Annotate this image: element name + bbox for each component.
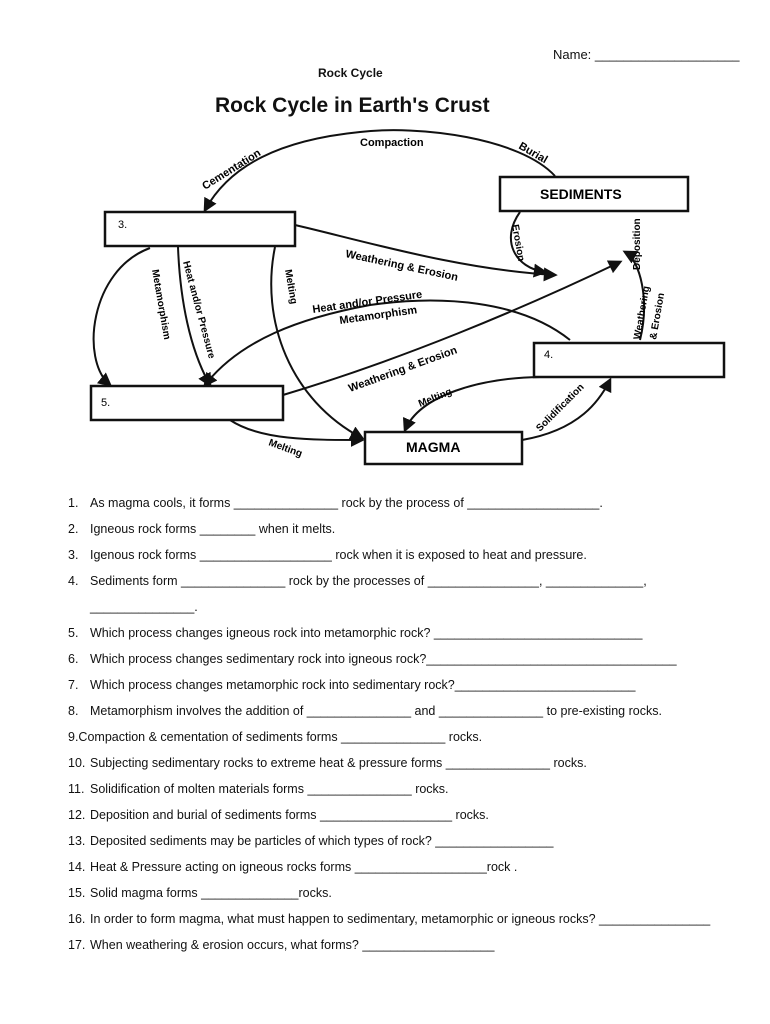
question-number: 16. [68,912,86,926]
question-11: 10. Subjecting sedimentary rocks to extre… [68,750,758,776]
question-text: _______________. [90,600,198,614]
burial-label: Burial [517,140,550,166]
question-text: Subjecting sedimentary rocks to extreme … [90,756,587,770]
question-text: Which process changes metamorphic rock i… [90,678,636,692]
question-16: 15. Solid magma forms ______________rocks… [68,880,758,906]
question-number: 8. [68,704,79,718]
solidification-arrow [521,377,612,441]
rock-box-3 [103,210,297,248]
heat-pressure-vertical-label: Heat and/or Pressure [180,260,217,360]
question-text: Deposited sediments may be particles of … [90,834,554,848]
rock-box-5 [89,384,285,422]
diagram-title: Rock Cycle in Earth's Crust [215,94,490,117]
question-text: Deposition and burial of sediments forms… [90,808,489,822]
question-text: Igneous rock forms ________ when it melt… [90,522,336,536]
question-12: 11. Solidification of molten materials fo… [68,776,758,802]
question-number: 5. [68,626,79,640]
solidification-label: Solidification [534,382,586,434]
question-7: 6. Which process changes sedimentary rock… [68,646,758,672]
rock-cycle-diagram: Rock Cycle in Earth's Crust 3. SEDIMENTS… [89,94,726,466]
question-text: Igenous rock forms ___________________ r… [90,548,587,562]
compaction-arrow [203,129,556,213]
question-number: 17. [68,938,86,952]
weathering-right-label-2: & Erosion [648,292,667,340]
melting-right-arrow [402,376,541,433]
question-8: 7. Which process changes metamorphic rock… [68,672,758,698]
melting-bottom-arrow [229,419,365,447]
question-text: Solid magma forms ______________rocks. [90,886,332,900]
question-3: 3. Igenous rock forms ___________________… [68,542,758,568]
melting-vertical-label: Melting [282,269,299,305]
question-number: 1. [68,496,79,510]
worksheet-title: Rock Cycle [318,66,383,80]
question-text: Which process changes igneous rock into … [90,626,643,640]
name-field-label: Name: ____________________ [553,47,740,62]
melting-bottom-label: Melting [267,437,304,459]
question-number: 11. [68,782,85,796]
question-9: 8. Metamorphism involves the addition of … [68,698,758,724]
weathering-right-arrow [622,250,646,341]
question-number: 13. [68,834,86,848]
question-15: 14. Heat & Pressure acting on igneous roc… [68,854,758,880]
question-number: 14. [68,860,86,874]
sediments-label: SEDIMENTS [540,186,622,202]
melting-right-label: Melting [417,386,454,409]
metamorphism-vertical-label: Metamorphism [149,269,172,341]
question-text: 9.Compaction & cementation of sediments … [68,730,483,744]
question-1: 1. As magma cools, it forms _____________… [68,490,758,516]
question-number: 6. [68,652,79,666]
heat-pressure-arrow [203,299,571,388]
box-3-label: 3. [118,219,127,231]
question-14: 13. Deposited sediments may be particles … [68,828,758,854]
sediments-box [498,175,690,213]
question-number: 15. [68,886,86,900]
box-5-label: 5. [101,397,110,409]
cementation-label: Cementation [200,147,263,193]
question-text: Sediments form _______________ rock by t… [90,574,647,588]
question-17: 16. In order to form magma, what must hap… [68,906,758,932]
rock-box-4 [532,341,726,379]
heat-pressure-vertical-arrow [177,246,212,388]
question-10: 9.Compaction & cementation of sediments … [68,724,758,750]
question-number: 3. [68,548,79,562]
magma-box [363,430,524,466]
question-number: 2. [68,522,79,536]
question-text: Metamorphism involves the addition of __… [90,704,662,718]
weathering-mid-arrow [282,260,623,396]
question-number: 10. [68,756,86,770]
magma-label: MAGMA [406,439,460,455]
question-text: Which process changes sedimentary rock i… [90,652,677,666]
question-4: 4. Sediments form _______________ rock by… [68,568,758,594]
question-5: _______________. [68,594,758,620]
question-text: Solidification of molten materials forms… [90,782,449,796]
left-loop-arrow [92,247,151,387]
deposition-label: Deposition [632,218,643,270]
box-4-label: 4. [544,349,553,361]
melting-vertical-arrow [270,246,365,440]
question-number: 7. [68,678,79,692]
question-6: 5. Which process changes igneous rock int… [68,620,758,646]
question-number: 12. [68,808,86,822]
question-text: As magma cools, it forms _______________… [90,496,603,510]
weathering-top-arrow [294,224,558,282]
question-list: 1. As magma cools, it forms _____________… [68,490,758,958]
question-text: In order to form magma, what must happen… [90,912,711,926]
question-number: 4. [68,574,79,588]
compaction-label: Compaction [360,137,424,149]
question-2: 2. Igneous rock forms ________ when it me… [68,516,758,542]
question-text: Heat & Pressure acting on igneous rocks … [90,860,518,874]
question-13: 12. Deposition and burial of sediments fo… [68,802,758,828]
question-text: When weathering & erosion occurs, what f… [90,938,495,952]
erosion-arrow [509,211,548,278]
question-18: 17. When weathering & erosion occurs, wha… [68,932,758,958]
weathering-top-label: Weathering & Erosion [344,248,459,284]
